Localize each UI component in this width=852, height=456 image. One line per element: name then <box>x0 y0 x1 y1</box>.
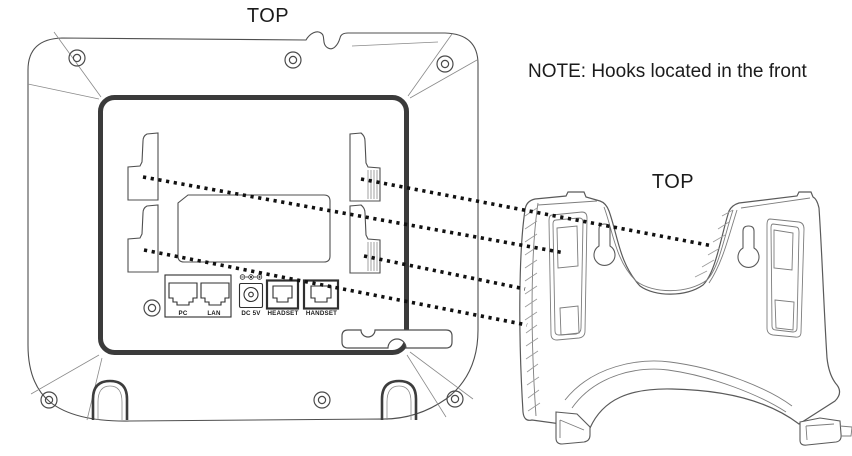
hook-slot-upper-left <box>127 132 159 201</box>
phone-back-view: PC LAN DC 5V HEADSET HANDSET <box>27 31 479 422</box>
alignment-line-1 <box>142 175 566 255</box>
screw-hole <box>40 391 58 409</box>
alignment-line-2 <box>143 248 528 327</box>
bottom-feet <box>91 379 418 420</box>
dc-jack-pin <box>248 291 254 298</box>
handset-jack <box>310 285 332 303</box>
bracket-outline <box>519 191 841 429</box>
corner-bevel-lines <box>27 31 478 421</box>
phone-top-label: TOP <box>247 5 289 27</box>
dc-jack-barrel <box>243 286 259 303</box>
screw-hole <box>68 49 86 67</box>
phone-outline <box>27 31 479 422</box>
bracket-foot-right <box>799 417 842 446</box>
hook-slot-upper-right <box>349 132 381 202</box>
screw-hole <box>313 391 331 409</box>
label-area <box>177 194 331 263</box>
wall-mount-bracket <box>519 191 852 446</box>
bracket-feet <box>555 411 852 446</box>
headset-jack <box>272 285 293 303</box>
screw-hole <box>446 390 464 408</box>
bracket-foot-left <box>555 411 591 445</box>
lan-port-label: LAN <box>207 310 221 317</box>
hook-slot-lower-right <box>349 204 381 274</box>
bracket-hook-rails <box>548 211 805 341</box>
pc-port <box>168 282 198 306</box>
screw-hole <box>284 51 302 69</box>
network-ports-box <box>164 274 232 318</box>
wall-mount-slots <box>127 132 381 274</box>
dc-port-label: DC 5V <box>241 310 261 317</box>
screw-hole <box>436 55 454 73</box>
alignment-line-3 <box>360 177 714 248</box>
dc-polarity-icon <box>239 274 263 280</box>
handset-hook-notch-line <box>351 41 439 47</box>
screw-holes <box>40 49 464 409</box>
bracket-inner-contours <box>531 197 811 417</box>
hook-slot-lower-left <box>127 204 159 273</box>
foot-arch-right <box>380 379 418 420</box>
headset-port <box>265 279 300 310</box>
handset-port-label: HANDSET <box>306 310 337 317</box>
keyhole-slots <box>593 223 760 268</box>
hook-bar <box>341 329 453 349</box>
dotted-alignment-lines <box>142 175 714 327</box>
pc-port-label: PC <box>179 310 188 317</box>
bracket-arch-rim <box>564 360 793 407</box>
foot-arch-left <box>91 379 129 420</box>
dc-power-jack <box>238 282 264 309</box>
headset-port-label: HEADSET <box>268 310 299 317</box>
note-text: NOTE: Hooks located in the front <box>528 61 808 82</box>
keyhole-slot-right <box>737 225 760 268</box>
keyhole-slot-left <box>593 223 616 266</box>
screw-hole <box>143 299 161 317</box>
ports-row: PC LAN DC 5V HEADSET HANDSET <box>164 274 340 318</box>
alignment-line-4 <box>363 254 526 291</box>
bracket-top-label: TOP <box>652 171 694 193</box>
lan-port <box>200 282 230 306</box>
